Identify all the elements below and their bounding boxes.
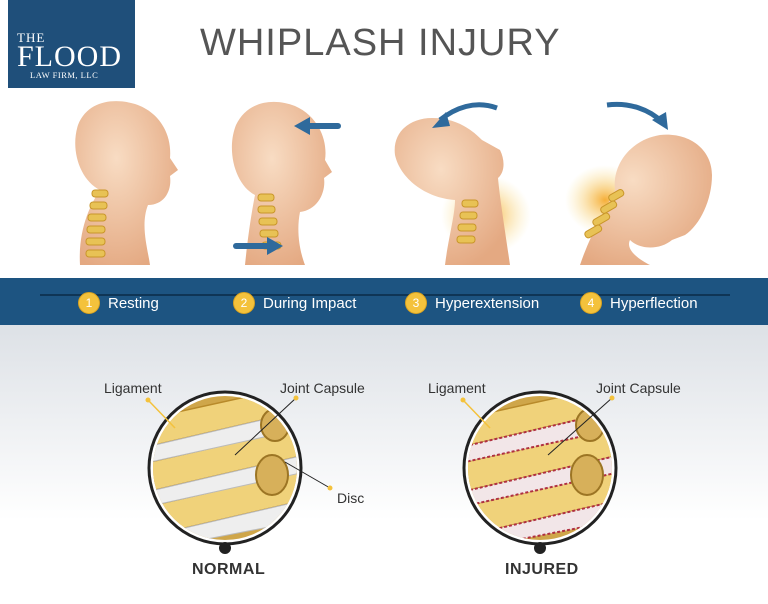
step-hyperflection: 4 Hyperflection — [580, 292, 698, 314]
step-resting: 1 Resting — [78, 292, 159, 314]
injured-joint-capsule-callout: Joint Capsule — [596, 380, 681, 396]
step-hyperextension: 3 Hyperextension — [405, 292, 539, 314]
normal-ligament-callout: Ligament — [104, 380, 162, 396]
page-title: WHIPLASH INJURY — [200, 22, 561, 64]
head-hyperextension — [394, 102, 531, 265]
normal-spine-detail — [145, 390, 333, 554]
step-number-badge: 1 — [78, 292, 100, 314]
injured-caption: INJURED — [505, 561, 579, 578]
injured-spine-detail — [460, 390, 618, 554]
step-number-badge: 2 — [233, 292, 255, 314]
injured-ligament-callout: Ligament — [428, 380, 486, 396]
normal-disc-callout: Disc — [337, 490, 365, 506]
head-during-impact — [231, 101, 341, 265]
step-number-badge: 4 — [580, 292, 602, 314]
logo-line-3: LAW FIRM, LLC — [30, 70, 99, 80]
steps-band — [0, 278, 768, 325]
spine-comparison-section — [0, 325, 768, 604]
step-label: Resting — [108, 294, 159, 312]
step-number-badge: 3 — [405, 292, 427, 314]
firm-logo: THE FLOOD LAW FIRM, LLC — [8, 0, 135, 88]
step-label: Hyperextension — [435, 294, 540, 312]
head-resting — [75, 101, 178, 265]
whiplash-stages-illustration — [75, 101, 712, 265]
head-hyperflection — [565, 101, 712, 265]
step-label: During Impact — [263, 294, 357, 312]
normal-caption: NORMAL — [192, 561, 266, 578]
logo-line-2: FLOOD — [17, 40, 123, 73]
logo-line-1: THE — [17, 30, 46, 45]
step-label: Hyperflection — [610, 294, 698, 312]
step-during-impact: 2 During Impact — [233, 292, 356, 314]
normal-joint-capsule-callout: Joint Capsule — [280, 380, 365, 396]
steps-rule — [40, 294, 730, 296]
